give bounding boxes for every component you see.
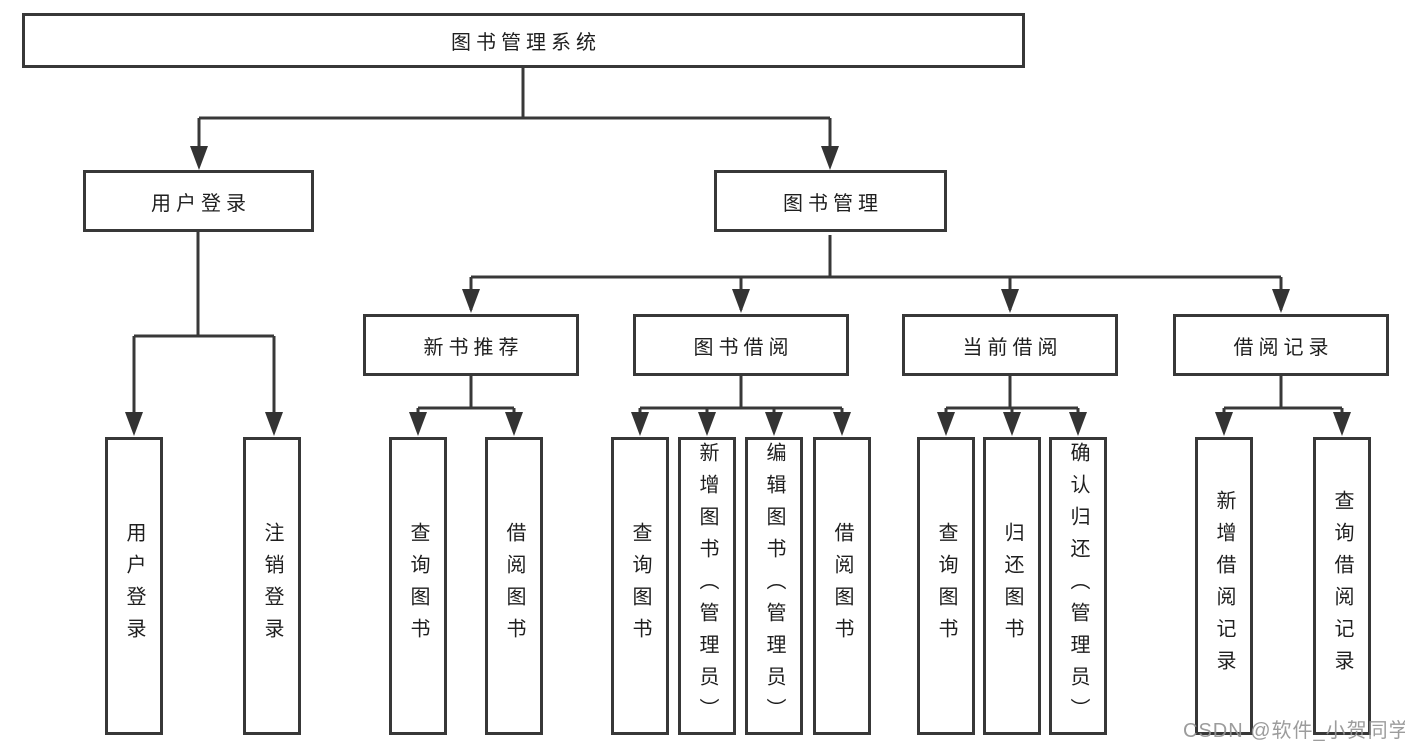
leaf-query-books-current: 查询图书: [917, 437, 975, 735]
leaf-edit-book-admin-label: 编辑图书（管理员）: [763, 442, 785, 730]
connector-userlogin-to-leaves: [132, 232, 276, 431]
leaf-borrow-books-recommend: 借阅图书: [485, 437, 543, 735]
csdn-watermark: CSDN @软件_小贺同学: [1183, 720, 1405, 742]
leaf-borrow-books-label: 借阅图书: [831, 522, 853, 650]
node-current-borrow: 当前借阅: [902, 314, 1118, 376]
node-book-management: 图书管理: [714, 170, 947, 232]
leaf-query-books-recommend-label: 查询图书: [407, 522, 429, 650]
node-user-login-label: 用户登录: [151, 192, 251, 215]
connector-bookborrow-to-leaves: [638, 376, 844, 431]
node-current-borrow-label: 当前借阅: [962, 336, 1063, 359]
leaf-query-books-current-label: 查询图书: [935, 522, 957, 650]
leaf-borrow-books: 借阅图书: [813, 437, 871, 735]
node-root-label: 图书管理系统: [451, 32, 601, 54]
leaf-borrow-books-recommend-label: 借阅图书: [503, 522, 525, 650]
leaf-logout-label: 注销登录: [261, 522, 283, 650]
leaf-query-books-borrow-label: 查询图书: [629, 522, 651, 650]
leaf-query-books-borrow: 查询图书: [611, 437, 669, 735]
connector-newbook-to-leaves: [416, 376, 516, 431]
leaf-user-login: 用户登录: [105, 437, 163, 735]
leaf-return-book: 归还图书: [983, 437, 1041, 735]
connector-root-to-level2: [197, 68, 832, 166]
node-user-login: 用户登录: [83, 170, 314, 232]
leaf-query-borrow-record: 查询借阅记录: [1313, 437, 1371, 735]
node-book-borrow-label: 图书借阅: [693, 336, 794, 359]
leaf-return-book-label: 归还图书: [1001, 522, 1023, 650]
leaf-query-books-recommend: 查询图书: [389, 437, 447, 735]
arrowheads: [125, 146, 1351, 436]
leaf-add-book-admin: 新增图书（管理员）: [678, 437, 736, 735]
leaf-add-borrow-record-label: 新增借阅记录: [1213, 490, 1235, 682]
node-new-book-recommend-label: 新书推荐: [423, 336, 524, 359]
node-borrow-records: 借阅记录: [1173, 314, 1389, 376]
leaf-confirm-return-admin-label: 确认归还（管理员）: [1067, 442, 1089, 730]
leaf-add-book-admin-label: 新增图书（管理员）: [696, 442, 718, 730]
leaf-confirm-return-admin: 确认归还（管理员）: [1049, 437, 1107, 735]
node-book-borrow: 图书借阅: [633, 314, 849, 376]
leaf-logout: 注销登录: [243, 437, 301, 735]
leaf-query-borrow-record-label: 查询借阅记录: [1331, 490, 1353, 682]
node-root: 图书管理系统: [22, 13, 1025, 68]
node-borrow-records-label: 借阅记录: [1233, 336, 1334, 359]
connector-borrowrecord-to-leaves: [1222, 376, 1344, 431]
connector-bookmgmt-to-level3: [469, 235, 1283, 310]
node-new-book-recommend: 新书推荐: [363, 314, 579, 376]
node-book-management-label: 图书管理: [783, 192, 883, 215]
leaf-user-login-label: 用户登录: [123, 522, 145, 650]
leaf-add-borrow-record: 新增借阅记录: [1195, 437, 1253, 735]
leaf-edit-book-admin: 编辑图书（管理员）: [745, 437, 803, 735]
